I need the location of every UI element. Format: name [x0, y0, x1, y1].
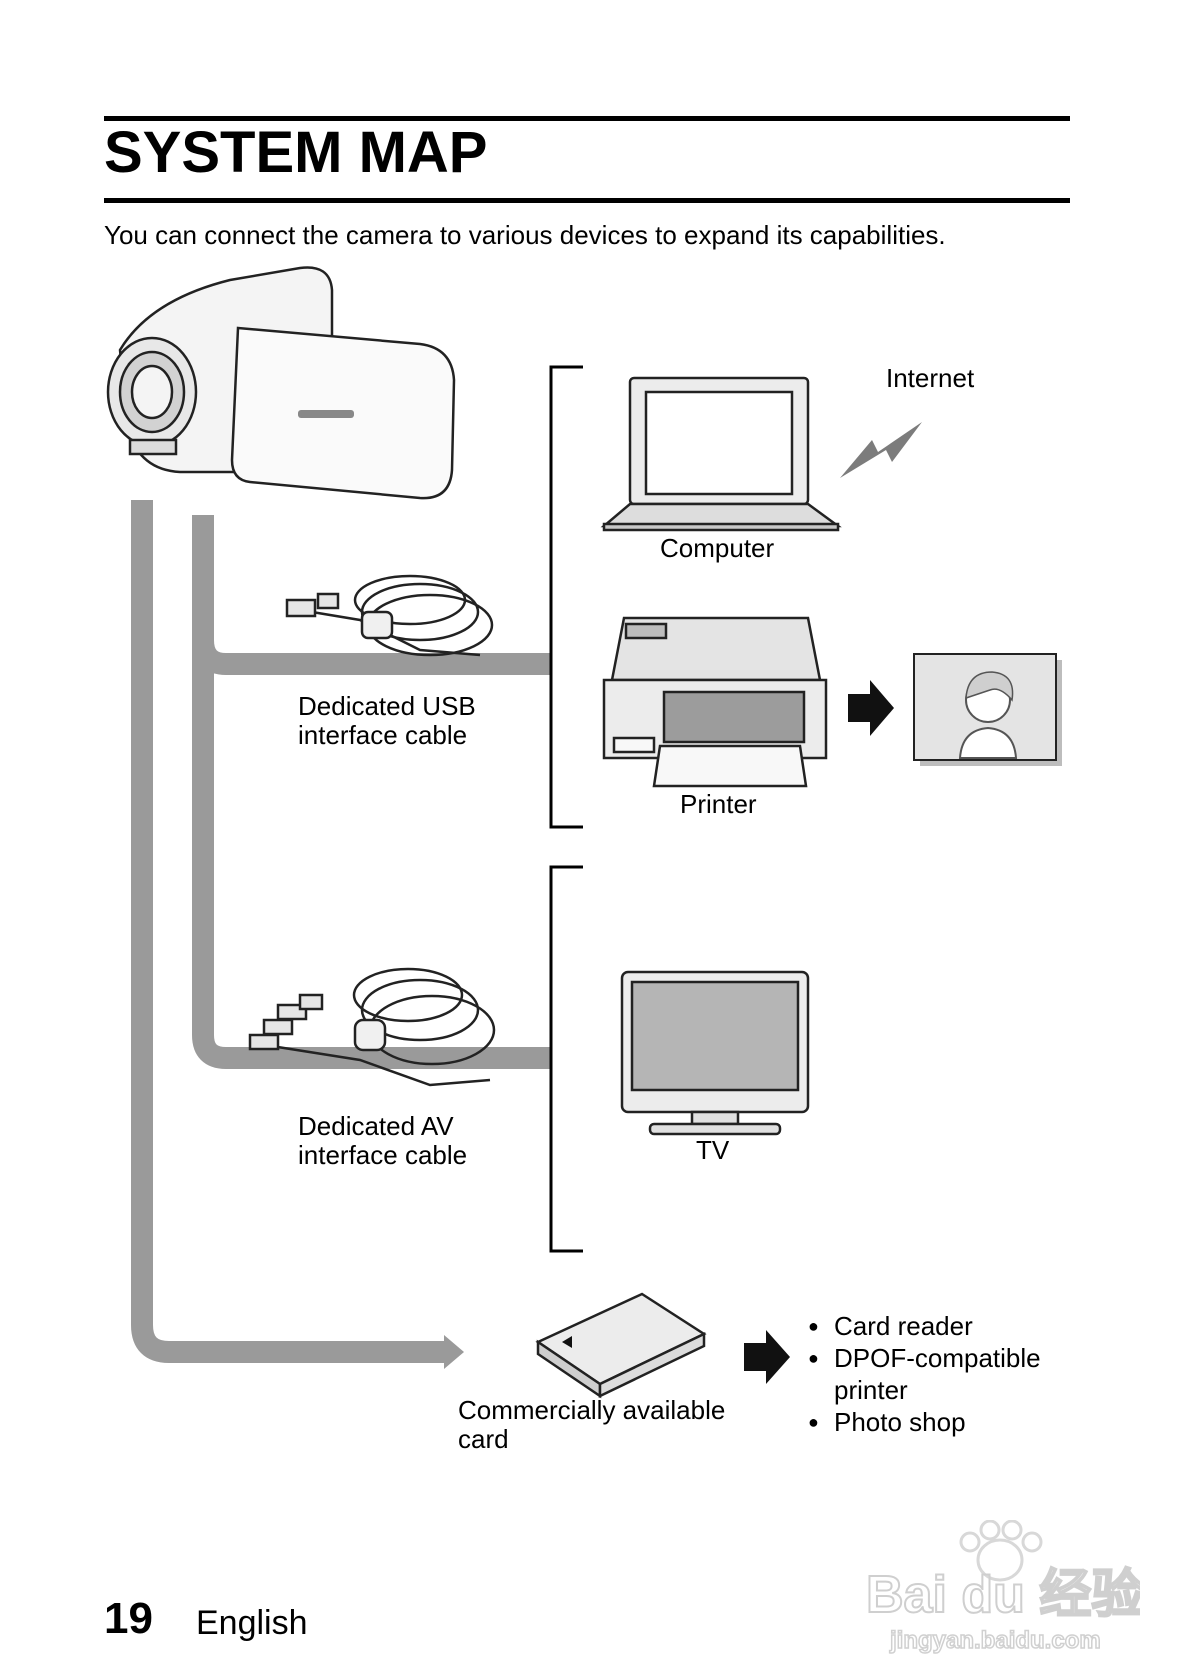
card-destination-list: Card reader DPOF-compatible printer Phot…	[808, 1310, 1074, 1438]
card-output-arrow-icon	[744, 1330, 790, 1384]
label-av-cable-line1: Dedicated AV	[298, 1111, 454, 1141]
label-card-line2: card	[458, 1424, 509, 1454]
page-title: SYSTEM MAP	[104, 120, 488, 185]
internet-lightning-icon	[840, 422, 922, 478]
intro-text: You can connect the camera to various de…	[104, 220, 946, 250]
av-cable-illustration	[248, 967, 496, 1087]
list-item: Photo shop	[808, 1406, 1074, 1438]
footer-language: English	[196, 1604, 308, 1642]
label-av-cable: Dedicated AV interface cable	[298, 1112, 467, 1170]
page-number: 19	[104, 1594, 153, 1643]
list-item: DPOF-compatible printer	[808, 1342, 1074, 1406]
card-arrow-head	[444, 1335, 464, 1369]
label-usb-cable-line2: interface cable	[298, 720, 468, 750]
computer-illustration	[600, 376, 842, 532]
label-tv: TV	[696, 1135, 730, 1165]
watermark-url: jingyan.baidu.com	[889, 1627, 1101, 1654]
top-rule	[104, 116, 1070, 121]
photo-print-illustration	[913, 653, 1062, 766]
label-card: Commercially available card	[458, 1396, 725, 1454]
label-printer: Printer	[680, 789, 757, 819]
label-usb-cable-line1: Dedicated USB	[298, 691, 476, 721]
label-computer: Computer	[660, 533, 775, 563]
tv-illustration	[620, 970, 810, 1136]
camcorder-illustration	[106, 266, 456, 500]
usb-cable-illustration	[285, 574, 494, 657]
title-rule	[104, 198, 1070, 203]
watermark-brand: Bai du 经验	[866, 1566, 1140, 1624]
printer-illustration	[602, 616, 828, 788]
printer-output-arrow-icon	[848, 680, 894, 736]
bracket-av	[549, 865, 583, 1253]
label-card-line1: Commercially available	[458, 1395, 726, 1425]
baidu-watermark-logo: Bai du 经验 jingyan.baidu.com	[865, 1520, 1140, 1655]
label-usb-cable: Dedicated USB interface cable	[298, 692, 476, 750]
label-av-cable-line2: interface cable	[298, 1140, 468, 1170]
list-item: Card reader	[808, 1310, 1074, 1342]
label-internet: Internet	[886, 363, 975, 393]
memory-card-illustration	[535, 1292, 707, 1399]
connector-lines	[131, 500, 550, 1363]
bracket-usb	[549, 365, 583, 829]
